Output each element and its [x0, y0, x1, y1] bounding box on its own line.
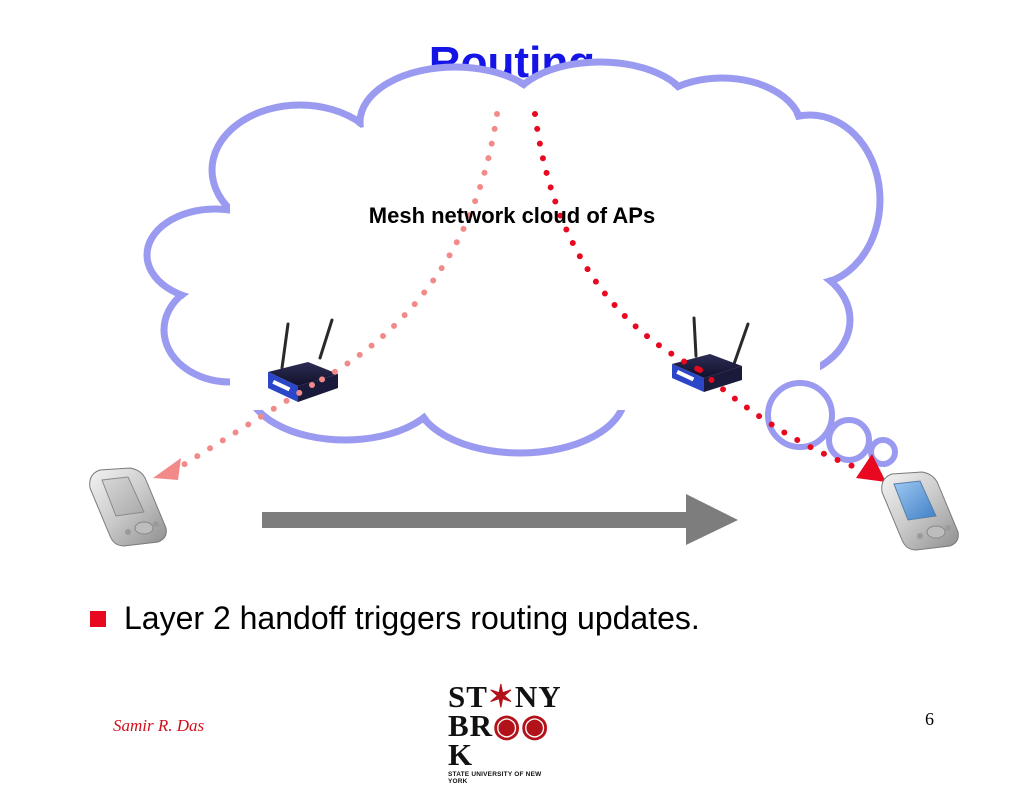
wireless-router-icon [672, 316, 750, 392]
right-arrow-icon [262, 494, 738, 545]
new-route-path [532, 111, 886, 482]
bullet-text: Layer 2 handoff triggers routing updates… [124, 600, 700, 636]
university-logo: ST✶NY BR◉◉K STATE UNIVERSITY OF NEW YORK [448, 679, 562, 785]
bullet-item: Layer 2 handoff triggers routing updates… [90, 600, 700, 637]
old-route-arrowhead [153, 458, 181, 480]
pda-icon [89, 467, 167, 547]
mesh-diagram [89, 58, 959, 551]
wireless-router-icon [268, 318, 338, 402]
logo-star-icon: ✶ [487, 679, 515, 714]
logo-subtitle: STATE UNIVERSITY OF NEW YORK [448, 771, 542, 785]
pda-icon [881, 471, 959, 551]
page-number: 6 [925, 709, 934, 729]
logo-line-2: BR◉◉K [448, 708, 550, 772]
logo-wave-icon: ◉◉ [493, 708, 550, 743]
old-route-path [153, 111, 500, 480]
mesh-cloud [143, 58, 898, 467]
author-name: Samir R. Das [113, 716, 205, 735]
bullet-square-icon [90, 610, 106, 627]
logo-line-1: ST✶NY [448, 679, 562, 714]
new-route-arrowhead [856, 454, 886, 482]
cloud-label: Mesh network cloud of APs [368, 203, 656, 228]
